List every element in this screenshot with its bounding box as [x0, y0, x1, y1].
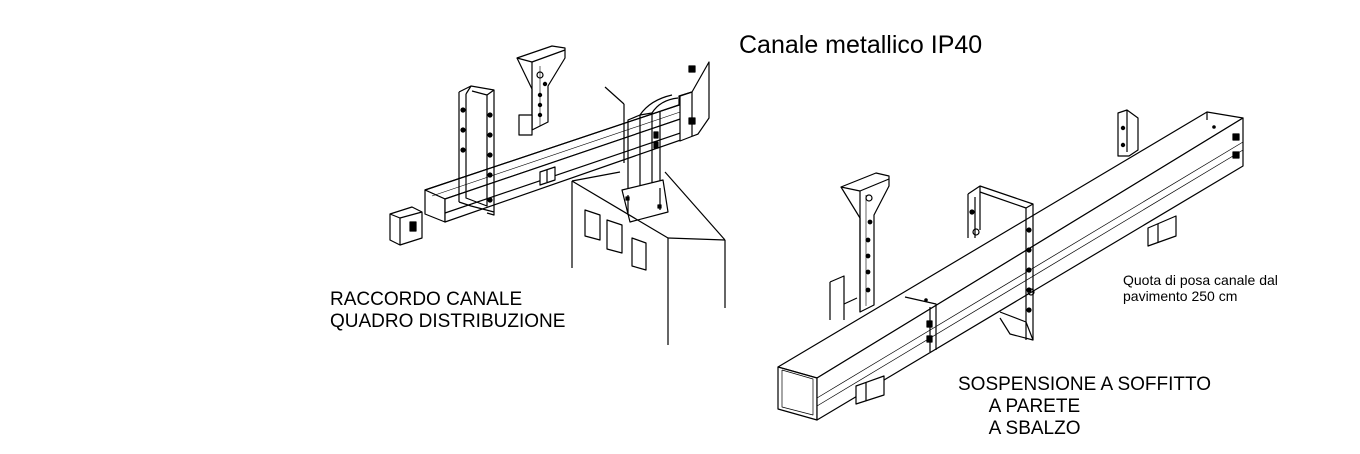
tee-branch [622, 95, 678, 222]
frame-bracket-right [968, 186, 1034, 340]
wall-flange [680, 62, 709, 141]
left-trunking-assembly [390, 46, 725, 345]
cabinet-door-3 [632, 238, 646, 270]
label-suspension-types: SOSPENSIONE A SOFFITTO A PARETE A SBALZO [958, 374, 1212, 439]
cabinet-door-1 [585, 210, 600, 240]
trunking-top-face-right [778, 112, 1243, 378]
end-cap [390, 207, 422, 245]
drawing-title: Canale metallico IP40 [739, 31, 983, 59]
ceiling-hanger [517, 46, 565, 135]
wall-bracket-right [1118, 110, 1138, 156]
label-installation-height: Quota di posa canale dal pavimento 250 c… [1123, 272, 1278, 305]
frame-bracket [459, 86, 494, 215]
right-trunking-assembly [778, 110, 1243, 420]
label-panel-connection: RACCORDO CANALE QUADRO DISTRIBUZIONE [330, 289, 566, 332]
ceiling-hanger-right [830, 173, 889, 320]
distribution-cabinet [572, 172, 725, 345]
cabinet-door-2 [607, 220, 622, 253]
